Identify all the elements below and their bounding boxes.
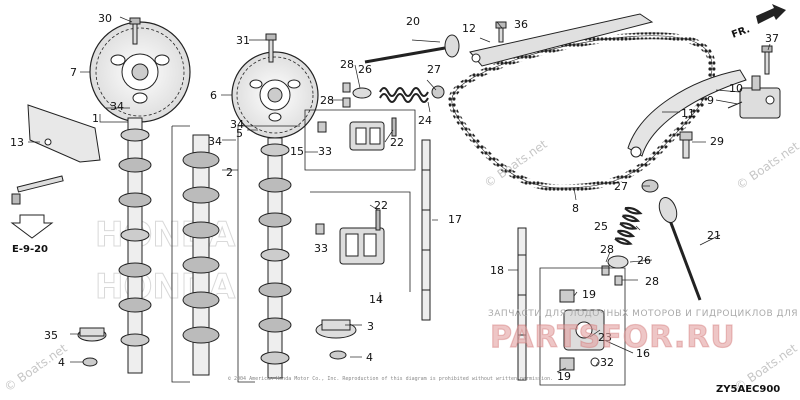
cap-33-lower (315, 223, 325, 235)
chain-outline (451, 35, 713, 189)
callout-17: 17 (448, 213, 462, 226)
retainer-26 (352, 87, 372, 99)
camshaft-1 (118, 117, 152, 374)
copyright-line: © 2004 American Honda Motor Co., Inc. Re… (228, 376, 553, 382)
chain-guide-13 (27, 104, 101, 163)
callout-25: 25 (594, 220, 608, 233)
brand-caption: ЗАПЧАСТИ ДЛЯ ЛОДОЧНЫХ МОТОРОВ И ГИДРОЦИК… (488, 309, 800, 319)
callout-22-upper: 22 (390, 136, 404, 149)
intake-valve-20 (364, 34, 460, 64)
callout-27-lower: 27 (614, 180, 628, 193)
brand-overlay: PARTSFOR.RU (490, 320, 736, 355)
section-ref: E-9-20 (12, 244, 48, 255)
callout-22-lower: 22 (374, 199, 388, 212)
front-direction-label: FR. (730, 24, 751, 41)
tensioner-9 (727, 75, 781, 119)
callout-24: 24 (418, 114, 432, 127)
bolt-37 (761, 45, 773, 75)
camshaft-2 (182, 134, 220, 376)
rocker-group-16 (539, 267, 626, 386)
callout-8: 8 (572, 202, 579, 215)
callout-28-d: 28 (645, 275, 659, 288)
callout-18: 18 (490, 264, 504, 277)
chain-guide-12 (469, 13, 654, 67)
callout-26-lower: 26 (637, 254, 651, 267)
cam-sprocket-left (89, 21, 191, 123)
rod-18 (517, 227, 527, 381)
callout-6: 6 (210, 89, 217, 102)
callout-21: 21 (707, 229, 721, 242)
tensioner-arm-11 (627, 69, 747, 158)
callout-34-b: 34 (208, 135, 222, 148)
plug-4-left (82, 357, 98, 367)
watermark-right: © Boats.net (734, 139, 800, 193)
rod-17 (421, 139, 431, 321)
diagram-ref-code: ZY5AEC900 (716, 384, 780, 395)
bolt-29 (679, 131, 693, 159)
callout-16: 16 (636, 347, 650, 360)
callout-19-bottom: 19 (557, 370, 571, 383)
callout-37: 37 (765, 32, 779, 45)
callout-27-upper: 27 (427, 63, 441, 76)
callout-13: 13 (10, 136, 24, 149)
callout-33-upper: 33 (318, 145, 332, 158)
callout-20: 20 (406, 15, 420, 28)
exhaust-valve-21 (658, 196, 702, 301)
cam-sprocket-right (231, 51, 319, 139)
camshaft-5 (258, 137, 292, 379)
callout-14: 14 (369, 293, 383, 306)
section-arrow (10, 214, 54, 239)
callout-19-top: 19 (582, 288, 596, 301)
callout-12: 12 (462, 22, 476, 35)
rocker-assembly-lower (310, 191, 411, 292)
callout-34-a: 34 (110, 100, 124, 113)
callout-30: 30 (98, 12, 112, 25)
callout-7: 7 (70, 66, 77, 79)
callout-29: 29 (710, 135, 724, 148)
cap-33-upper (317, 121, 327, 133)
callout-9: 9 (707, 94, 714, 107)
callout-35: 35 (44, 329, 58, 342)
callout-32: 32 (600, 356, 614, 369)
callout-33-lower: 33 (314, 242, 328, 255)
callout-36: 36 (514, 18, 528, 31)
valve-spring-25 (614, 206, 643, 245)
callout-28-b: 28 (320, 94, 334, 107)
callout-31: 31 (236, 34, 250, 47)
keeper-28c (601, 265, 610, 276)
leader-lines (28, 16, 771, 373)
callout-10: 10 (729, 82, 743, 95)
bolt-31 (265, 33, 277, 63)
callout-15: 15 (290, 145, 304, 158)
callout-5: 5 (236, 127, 243, 140)
cap-35 (77, 327, 107, 342)
cap-3 (315, 319, 357, 339)
valve-spring-24 (379, 87, 429, 103)
callout-3: 3 (367, 320, 374, 333)
callout-4-right: 4 (366, 351, 373, 364)
plug-4-right (329, 350, 347, 360)
bolt-36 (495, 21, 507, 43)
callout-11: 11 (681, 107, 695, 120)
callout-26-upper: 26 (358, 63, 372, 76)
long-bolt-left (11, 175, 64, 205)
callout-28-a: 28 (340, 58, 354, 71)
callout-2: 2 (226, 166, 233, 179)
keeper-28d (614, 275, 623, 286)
callout-28-c: 28 (600, 243, 614, 256)
callout-23: 23 (598, 331, 612, 344)
keeper-28a (342, 82, 351, 93)
callout-1: 1 (92, 112, 99, 125)
retainer-26-right (607, 255, 629, 269)
rocker-assembly-upper (304, 109, 416, 171)
keeper-28b (342, 97, 351, 108)
callout-numbers: 1 2 3 4 4 5 6 7 8 9 10 11 12 13 14 15 16… (10, 12, 779, 383)
callout-4-left: 4 (58, 356, 65, 369)
callout-34-c: 34 (230, 118, 244, 131)
